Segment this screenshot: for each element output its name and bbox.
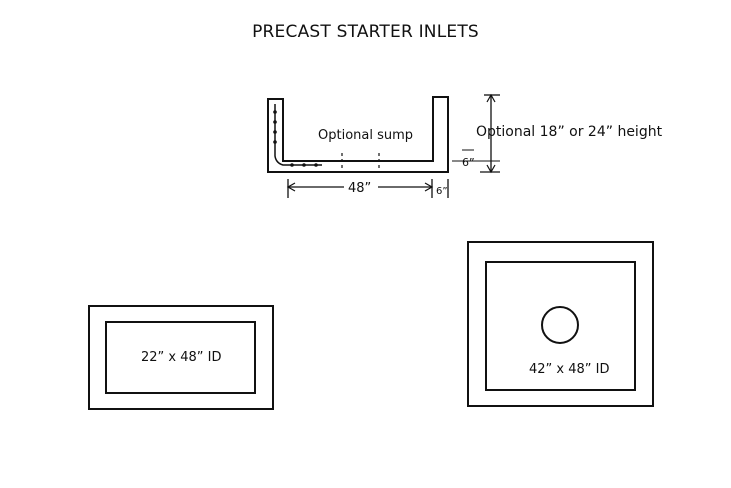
page-title: PRECAST STARTER INLETS: [252, 22, 479, 42]
section-view: [267, 93, 500, 198]
small-inlet-outer: [88, 305, 274, 410]
wall-thickness-label: 6”: [436, 186, 448, 197]
large-inlet-plan: [467, 241, 654, 407]
width-label: 48”: [348, 181, 371, 196]
small-inlet-inner: [105, 321, 256, 394]
rebar: [274, 104, 322, 166]
sump-label: Optional sump: [318, 128, 413, 143]
rebar-dots: [273, 110, 318, 167]
channel-outline: [267, 96, 449, 173]
large-inlet-inner: [485, 261, 636, 391]
small-inlet-label: 22” x 48” ID: [141, 350, 222, 365]
base-thickness-label: 6”: [462, 156, 475, 169]
height-label: Optional 18” or 24” height: [476, 124, 663, 140]
large-inlet-pipe-opening: [541, 306, 579, 344]
small-inlet-plan: [88, 305, 274, 410]
large-inlet-label: 42” x 48” ID: [529, 362, 610, 377]
large-inlet-outer: [467, 241, 654, 407]
